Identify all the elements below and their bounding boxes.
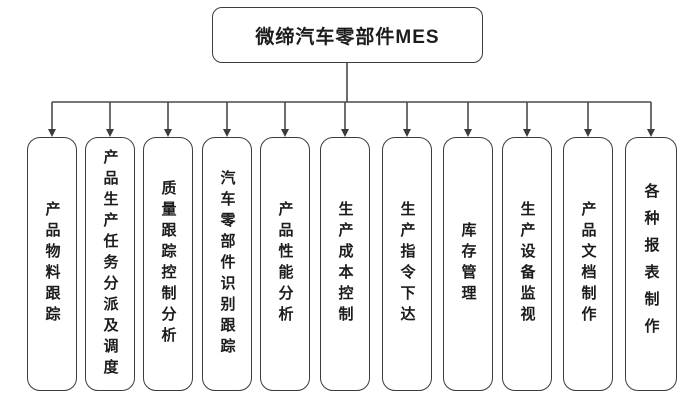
node-label: 产品生产任务分派及调度 [101, 148, 119, 380]
connector-tree [51, 63, 652, 130]
node-product-performance-analysis: 产品性能分析 [260, 137, 310, 391]
node-label: 汽车零部件识别跟踪 [218, 169, 236, 359]
arrow-down-icon [223, 129, 231, 137]
root-node: 微缔汽车零部件MES [212, 7, 483, 63]
arrow-down-icon [341, 129, 349, 137]
node-production-equipment-monitoring: 生产设备监视 [502, 137, 552, 391]
arrowhead-icons [48, 129, 655, 137]
arrow-down-icon [464, 129, 472, 137]
arrow-down-icon [106, 129, 114, 137]
node-product-material-tracking: 产品物料跟踪 [27, 137, 77, 391]
arrow-down-icon [584, 129, 592, 137]
node-production-task-dispatch-scheduling: 产品生产任务分派及调度 [85, 137, 135, 391]
node-label: 生产设备监视 [518, 201, 536, 327]
node-inventory-management: 库存管理 [443, 137, 493, 391]
root-node-label: 微缔汽车零部件MES [255, 26, 440, 48]
arrow-down-icon [281, 129, 289, 137]
arrow-down-icon [164, 129, 172, 137]
node-label: 各种报表制作 [642, 183, 660, 345]
node-label: 库存管理 [459, 222, 477, 306]
arrow-down-icon [403, 129, 411, 137]
node-quality-tracking-control-analysis: 质量跟踪控制分析 [143, 137, 193, 391]
node-label: 生产指令下达 [398, 201, 416, 327]
node-label: 质量跟踪控制分析 [159, 180, 177, 348]
node-production-order-issuing: 生产指令下达 [382, 137, 432, 391]
arrow-down-icon [647, 129, 655, 137]
arrow-down-icon [523, 129, 531, 137]
node-auto-parts-identification-tracking: 汽车零部件识别跟踪 [202, 137, 252, 391]
node-label: 生产成本控制 [336, 201, 354, 327]
node-label: 产品物料跟踪 [43, 201, 61, 327]
node-various-report-creation: 各种报表制作 [625, 137, 677, 391]
node-label: 产品性能分析 [276, 201, 294, 327]
node-product-document-creation: 产品文档制作 [563, 137, 613, 391]
arrow-down-icon [48, 129, 56, 137]
node-label: 产品文档制作 [579, 201, 597, 327]
node-production-cost-control: 生产成本控制 [320, 137, 370, 391]
